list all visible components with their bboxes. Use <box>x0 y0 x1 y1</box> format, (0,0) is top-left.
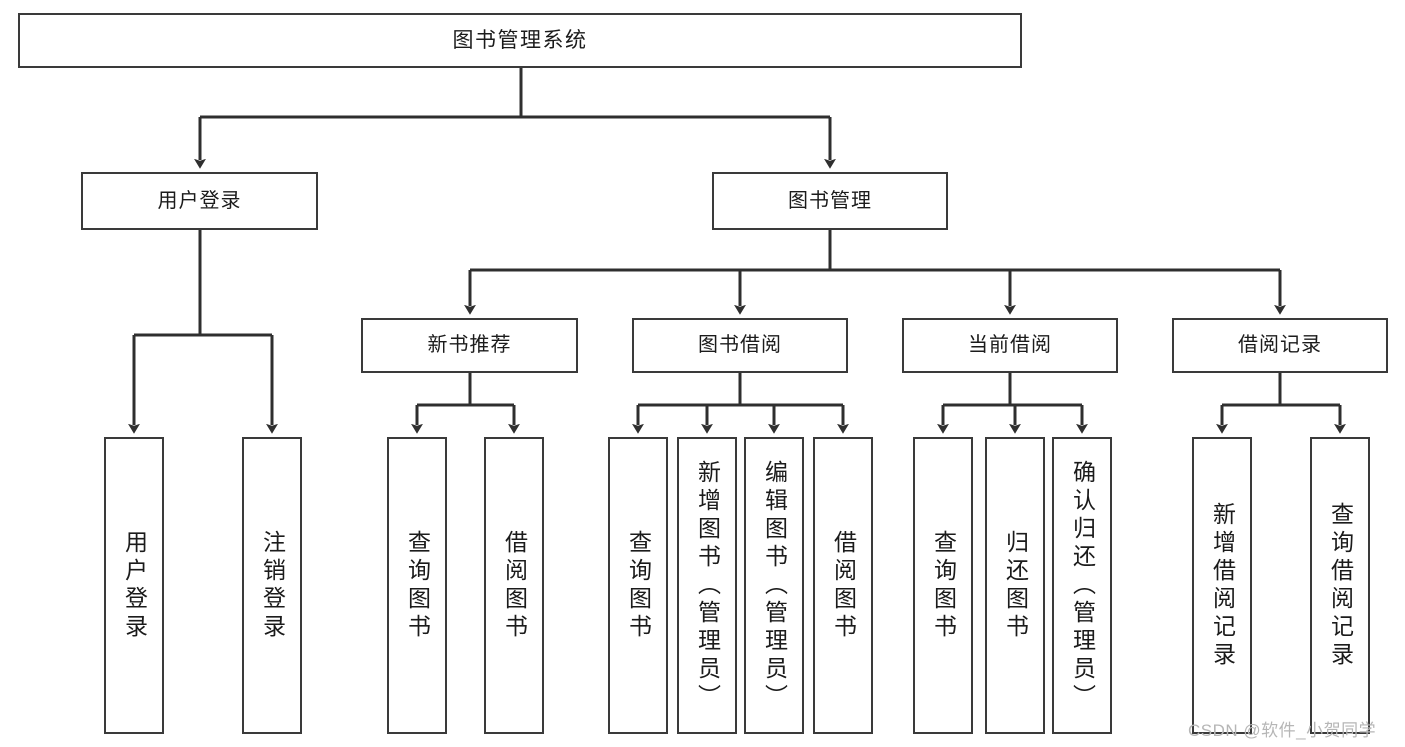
node-leaf-confirm-return-admin[interactable]: 确认归还（管理员） <box>1052 437 1112 734</box>
node-label: 查询图书 <box>404 529 431 642</box>
node-leaf-query-books-recommend[interactable]: 查询图书 <box>387 437 447 734</box>
node-leaf-add-borrow-record[interactable]: 新增借阅记录 <box>1192 437 1252 734</box>
node-label: 当前借阅 <box>968 334 1052 357</box>
node-label: 新书推荐 <box>427 334 512 357</box>
node-leaf-user-login[interactable]: 用户登录 <box>104 437 164 734</box>
node-label: 归还图书 <box>1002 529 1029 642</box>
node-leaf-return-books[interactable]: 归还图书 <box>985 437 1045 734</box>
node-label: 用户登录 <box>157 189 242 212</box>
watermark-text: CSDN @软件_小贺同学 <box>1188 721 1377 740</box>
node-label: 查询图书 <box>930 529 957 642</box>
node-label: 新增图书（管理员） <box>694 459 721 712</box>
node-label: 查询图书 <box>625 529 652 642</box>
node-label: 图书管理 <box>788 189 872 212</box>
node-leaf-logout[interactable]: 注销登录 <box>242 437 302 734</box>
node-user-login[interactable]: 用户登录 <box>81 172 318 230</box>
node-label: 借阅图书 <box>501 529 528 642</box>
node-leaf-edit-book-admin[interactable]: 编辑图书（管理员） <box>744 437 804 734</box>
node-current-borrowing[interactable]: 当前借阅 <box>902 318 1118 373</box>
node-borrowing-record[interactable]: 借阅记录 <box>1172 318 1388 373</box>
node-leaf-query-books-borrow[interactable]: 查询图书 <box>608 437 668 734</box>
node-label: 查询借阅记录 <box>1327 501 1354 670</box>
node-book-management-system[interactable]: 图书管理系统 <box>18 13 1022 68</box>
node-label: 借阅记录 <box>1238 334 1322 357</box>
node-label: 编辑图书（管理员） <box>761 459 788 712</box>
node-leaf-query-borrow-record[interactable]: 查询借阅记录 <box>1310 437 1370 734</box>
node-label: 用户登录 <box>121 529 148 642</box>
node-label: 借阅图书 <box>830 529 857 642</box>
node-label: 新增借阅记录 <box>1209 501 1236 670</box>
node-leaf-add-book-admin[interactable]: 新增图书（管理员） <box>677 437 737 734</box>
node-label: 确认归还（管理员） <box>1069 459 1096 712</box>
node-label: 图书管理系统 <box>452 28 588 52</box>
node-leaf-borrow-books-recommend[interactable]: 借阅图书 <box>484 437 544 734</box>
node-label: 图书借阅 <box>698 334 782 357</box>
node-new-book-recommendation[interactable]: 新书推荐 <box>361 318 578 373</box>
node-label: 注销登录 <box>259 529 286 642</box>
node-book-management[interactable]: 图书管理 <box>712 172 948 230</box>
node-leaf-borrow-books[interactable]: 借阅图书 <box>813 437 873 734</box>
node-book-borrowing[interactable]: 图书借阅 <box>632 318 848 373</box>
node-leaf-query-books-current[interactable]: 查询图书 <box>913 437 973 734</box>
